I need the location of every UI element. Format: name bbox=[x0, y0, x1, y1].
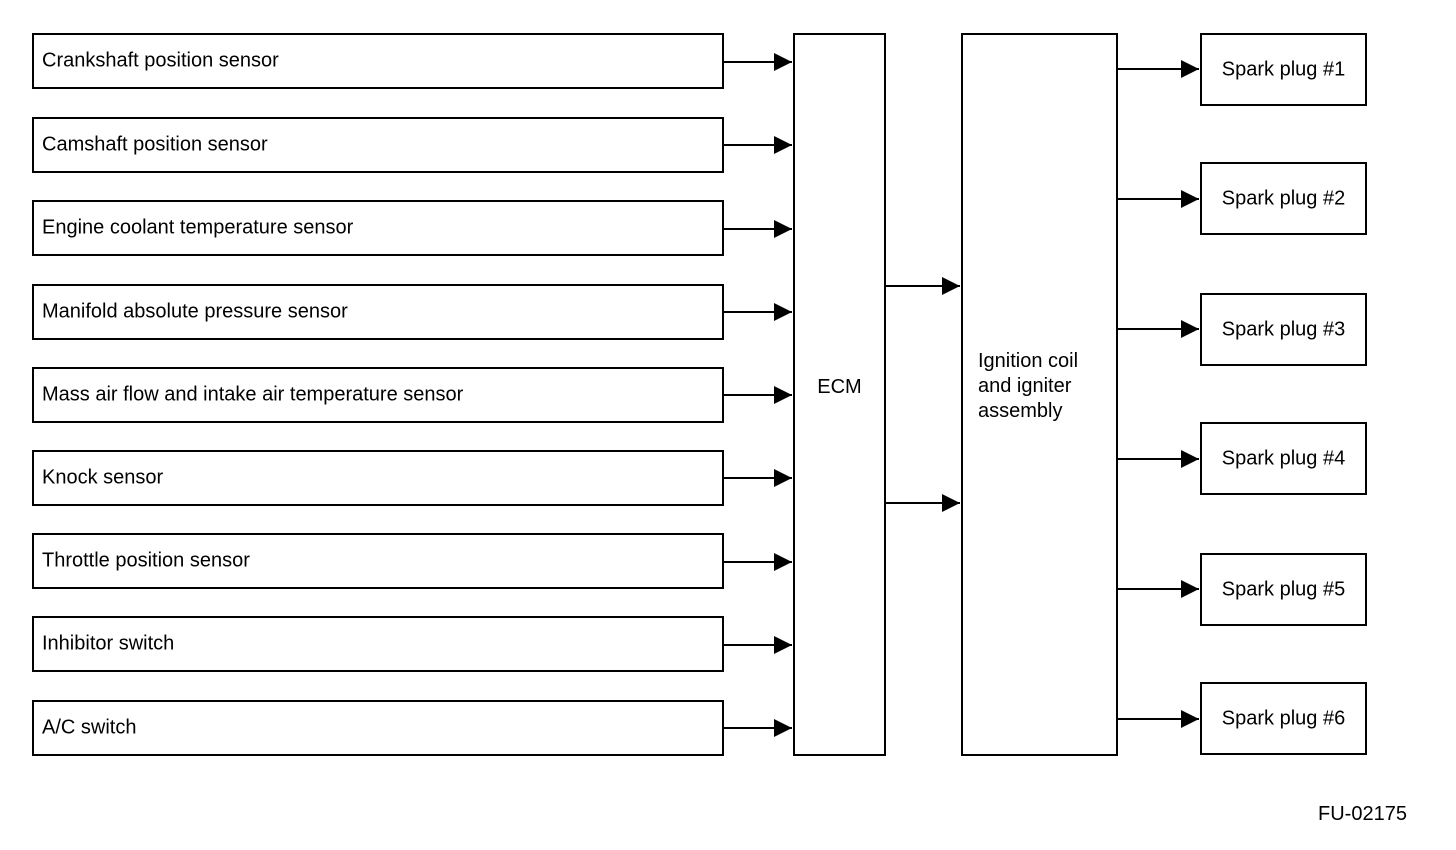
input-box-throttle-sensor: Throttle position sensor bbox=[32, 533, 724, 589]
ecm-box: ECM bbox=[793, 33, 886, 756]
spark-plug-box-2: Spark plug #2 bbox=[1200, 162, 1367, 235]
spark-plug-box-3: Spark plug #3 bbox=[1200, 293, 1367, 366]
spark-plug-label: Spark plug #5 bbox=[1221, 578, 1346, 600]
spark-plug-box-6: Spark plug #6 bbox=[1200, 682, 1367, 755]
input-box-ac-switch: A/C switch bbox=[32, 700, 724, 756]
input-box-maf-sensor: Mass air flow and intake air temperature… bbox=[32, 367, 724, 423]
input-label: Inhibitor switch bbox=[42, 632, 175, 655]
spark-plug-box-5: Spark plug #5 bbox=[1200, 553, 1367, 626]
figure-code: FU-02175 bbox=[1318, 803, 1407, 825]
spark-plug-label: Spark plug #3 bbox=[1221, 318, 1346, 340]
input-label: Manifold absolute pressure sensor bbox=[42, 300, 348, 323]
spark-plug-box-4: Spark plug #4 bbox=[1200, 422, 1367, 495]
input-label: Knock sensor bbox=[42, 466, 164, 489]
ignition-coil-label: Ignition coil and igniter assembly bbox=[978, 350, 1079, 422]
input-label: Throttle position sensor bbox=[42, 549, 250, 572]
ecm-label: ECM bbox=[817, 376, 862, 398]
input-box-knock-sensor: Knock sensor bbox=[32, 450, 724, 506]
input-box-coolant-sensor: Engine coolant temperature sensor bbox=[32, 200, 724, 256]
input-box-camshaft-sensor: Camshaft position sensor bbox=[32, 117, 724, 173]
spark-plug-label: Spark plug #1 bbox=[1221, 58, 1346, 80]
input-label: Engine coolant temperature sensor bbox=[42, 216, 354, 239]
input-box-crankshaft-sensor: Crankshaft position sensor bbox=[32, 33, 724, 89]
spark-plug-label: Spark plug #6 bbox=[1221, 707, 1346, 729]
input-label: Camshaft position sensor bbox=[42, 133, 268, 156]
input-label: A/C switch bbox=[42, 716, 137, 739]
input-box-map-sensor: Manifold absolute pressure sensor bbox=[32, 284, 724, 340]
spark-plug-box-1: Spark plug #1 bbox=[1200, 33, 1367, 106]
input-label: Mass air flow and intake air temperature… bbox=[42, 383, 464, 406]
input-label: Crankshaft position sensor bbox=[42, 49, 279, 72]
spark-plug-label: Spark plug #2 bbox=[1221, 187, 1346, 209]
ignition-coil-box: Ignition coil and igniter assembly bbox=[961, 33, 1118, 756]
spark-plug-label: Spark plug #4 bbox=[1221, 447, 1346, 469]
input-box-inhibitor-switch: Inhibitor switch bbox=[32, 616, 724, 672]
